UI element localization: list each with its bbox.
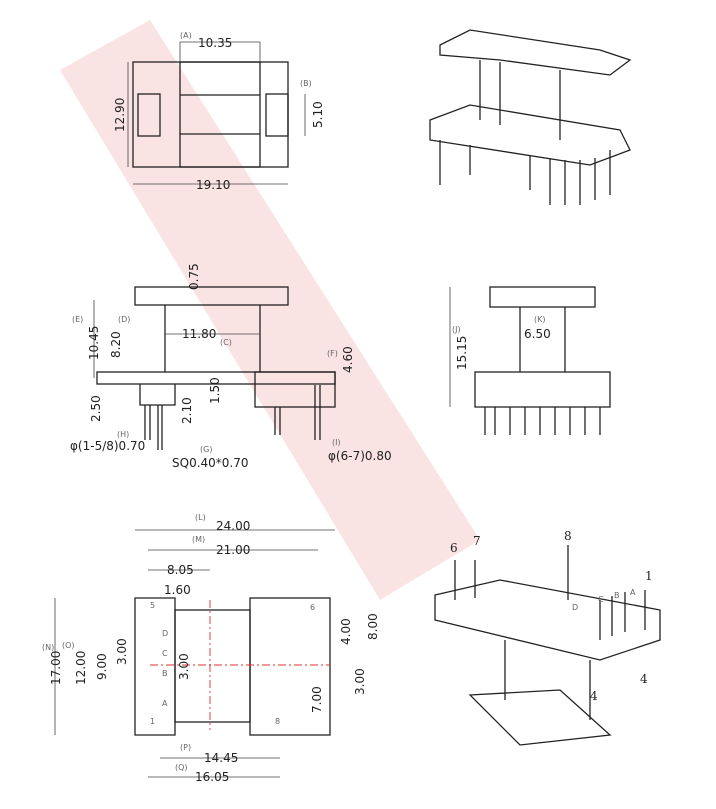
dimension-label: A: [630, 588, 636, 597]
dimension-label: 6: [310, 603, 315, 612]
dim-q: 16.05: [195, 770, 229, 784]
dimension-label: (N): [42, 643, 54, 652]
dim-pin-square: SQ0.40*0.70: [172, 456, 249, 470]
dimension-label: (D): [118, 315, 130, 324]
iso-view-bottom: 6 7 8 1 A B C D 4 4: [434, 529, 661, 746]
top-view: (A) 10.35 (B) 5.10 12.90 19.10: [113, 31, 325, 192]
dim-e: 10.45: [87, 326, 101, 360]
dim-b: 5.10: [311, 101, 325, 128]
dimension-label: (H): [117, 430, 129, 439]
dimension-label: (O): [62, 641, 75, 650]
dimension-label: 8: [564, 529, 572, 543]
dim-a: 10.35: [198, 36, 232, 50]
dimension-label: (F): [327, 349, 338, 358]
dim-8-05: 8.05: [167, 563, 194, 577]
dim-f: 4.60: [341, 346, 355, 373]
dim-8-00: 8.00: [366, 613, 380, 640]
front-view: (J) 15.15 (K) 6.50: [449, 286, 611, 435]
dimension-label: (C): [220, 338, 232, 347]
dimension-label: (P): [180, 743, 191, 752]
dim-d: 8.20: [109, 331, 123, 358]
dimension-label: 7: [473, 534, 481, 548]
dim-7-00: 7.00: [310, 686, 324, 713]
dimension-label: (M): [192, 535, 205, 544]
dimension-label: (G): [200, 445, 212, 454]
dimension-label: 4: [590, 689, 598, 703]
dim-pin-6-7: φ(6-7)0.80: [328, 449, 392, 463]
dim-2-10: 2.10: [180, 397, 194, 424]
iso-view-top: [429, 29, 632, 205]
dimension-label: C: [598, 595, 604, 604]
label-a: (A): [180, 31, 192, 40]
dimension-label: 8: [275, 717, 280, 726]
dim-1-60: 1.60: [164, 583, 191, 597]
side-view: 0.75 (E) 10.45 (D) 8.20 11.80 (C) (F) 4.…: [70, 263, 392, 470]
bottom-view: (L) 24.00 (M) 21.00 8.05 1.60 (N) 17.00 …: [42, 513, 380, 784]
dim-o: 12.00: [74, 651, 88, 685]
dim-n: 17.00: [49, 651, 63, 685]
dim-l: 24.00: [216, 519, 250, 533]
dimension-label: C: [162, 649, 168, 658]
dim-4-00: 4.00: [339, 618, 353, 645]
dim-2-50: 2.50: [89, 395, 103, 422]
dimension-label: D: [162, 629, 168, 638]
dimension-label: (J): [452, 325, 461, 334]
dim-j: 15.15: [455, 336, 469, 370]
dim-height: 12.90: [113, 98, 127, 132]
watermark: [60, 20, 480, 600]
label-b: (B): [300, 79, 312, 88]
dimension-label: (K): [534, 315, 546, 324]
dim-width: 19.10: [196, 178, 230, 192]
dim-3-00-c: 3.00: [353, 668, 367, 695]
dim-3-00-b: 3.00: [177, 653, 191, 680]
dimension-label: 5: [150, 601, 155, 610]
dimension-label: (I): [332, 438, 341, 447]
dimension-label: 4: [640, 672, 648, 686]
dimension-label: 1: [645, 569, 653, 583]
dim-3-00-a: 3.00: [115, 638, 129, 665]
dimension-label: B: [614, 591, 620, 600]
dimension-label: 1: [150, 717, 155, 726]
dim-1-50: 1.50: [208, 377, 222, 404]
dim-p: 14.45: [204, 751, 238, 765]
dim-t: 0.75: [187, 263, 201, 290]
dimension-label: (E): [72, 315, 83, 324]
dimension-label: B: [162, 669, 168, 678]
dimension-label: 6: [450, 541, 458, 555]
dimension-label: (Q): [175, 763, 188, 772]
dim-pin-round: φ(1-5/8)0.70: [70, 439, 145, 453]
dim-m: 21.00: [216, 543, 250, 557]
dimension-label: (L): [195, 513, 206, 522]
dim-9-00: 9.00: [95, 653, 109, 680]
dim-k: 6.50: [524, 327, 551, 341]
dimension-label: D: [572, 603, 578, 612]
dimension-label: A: [162, 699, 168, 708]
dim-c: 11.80: [182, 327, 216, 341]
